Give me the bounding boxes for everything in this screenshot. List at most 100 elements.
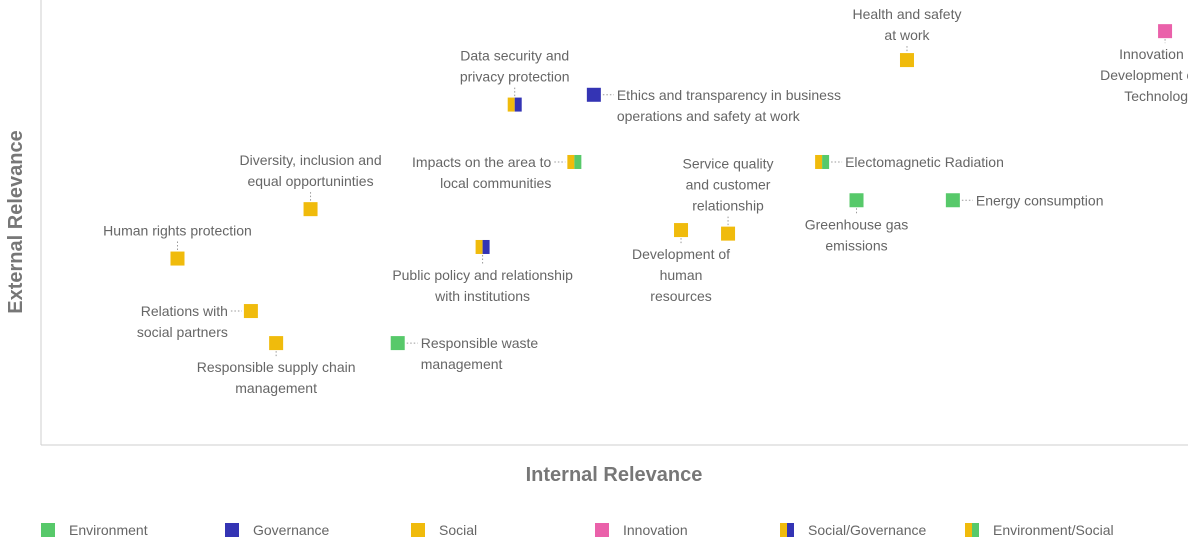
point-human-resources-fill [674, 223, 689, 238]
point-waste [390, 336, 405, 351]
legend-item-environment: Environment [41, 522, 148, 537]
label-service-quality: Service quality and customer relationship [683, 156, 774, 214]
point-electromagnetic [815, 154, 830, 169]
x-axis-title: Internal Relevance [526, 464, 703, 486]
label-service-quality-line-1: Service quality [683, 156, 774, 172]
legend-item-social_governance: Social/Governance [780, 522, 927, 537]
point-social-partners-fill [243, 304, 258, 319]
legend-label-governance: Governance [253, 522, 329, 537]
legend-item-environment_social: Environment/Social [965, 522, 1114, 537]
label-innovation-tech: Innovation andDevelopment of NewTechnolo… [1100, 46, 1188, 104]
point-electromagnetic-left-half [815, 154, 823, 169]
point-ethics [586, 87, 601, 102]
point-diversity [303, 202, 318, 217]
point-impacts-area-left-half [567, 154, 575, 169]
legend-swatch-social [411, 523, 425, 537]
label-service-quality-line-2: and customer [686, 177, 771, 193]
point-health-safety [899, 53, 914, 68]
label-supply-chain-line-2: management [235, 380, 317, 396]
point-impacts-area [567, 154, 582, 169]
label-service-quality-line-3: relationship [692, 198, 764, 214]
point-human-rights [170, 251, 185, 266]
label-innovation-tech-line-1: Innovation and [1119, 46, 1188, 62]
label-diversity-line-2: equal opportuninties [247, 173, 373, 189]
legend-swatch-innovation-fill [595, 523, 609, 537]
point-greenhouse [849, 193, 864, 208]
label-human-rights-line-1: Human rights protection [103, 223, 252, 239]
point-waste-fill [390, 336, 405, 351]
label-health-safety-line-2: at work [884, 27, 930, 43]
legend-swatch-social-fill [411, 523, 425, 537]
point-supply-chain [269, 336, 284, 351]
point-service-quality-fill [721, 226, 736, 241]
legend-swatch-environment [41, 523, 55, 537]
label-human-rights: Human rights protection [103, 223, 252, 239]
label-waste-line-1: Responsible waste [421, 335, 539, 351]
point-service-quality [721, 226, 736, 241]
label-greenhouse-line-1: Greenhouse gas [805, 216, 909, 232]
label-health-safety: Health and safety at work [853, 6, 962, 43]
legend-label-environment: Environment [69, 522, 148, 537]
point-diversity-fill [303, 202, 318, 217]
label-human-resources: Development of human resources [632, 246, 730, 304]
point-impacts-area-right-half [574, 154, 582, 169]
point-data-security-right-half [514, 97, 522, 112]
chart-axes: Internal Relevance External Relevance [5, 0, 1188, 486]
point-electromagnetic-right-half [822, 154, 830, 169]
label-public-policy-line-1: Public policy and relationship [392, 267, 573, 283]
label-human-resources-line-3: resources [650, 288, 711, 304]
label-social-partners-line-1: Relations with [141, 303, 228, 319]
point-data-security [507, 97, 522, 112]
legend-item-innovation: Innovation [595, 522, 688, 537]
legend-swatch-social_governance-left-half [780, 523, 787, 537]
label-electromagnetic: Electomagnetic Radiation [845, 154, 1004, 170]
y-axis-title: External Relevance [5, 130, 27, 313]
legend-swatch-environment-fill [41, 523, 55, 537]
legend-swatch-innovation [595, 523, 609, 537]
point-public-policy [475, 239, 490, 254]
label-data-security: Data security and privacy protection [460, 48, 570, 85]
label-impacts-area-line-2: local communities [440, 175, 551, 191]
label-data-security-line-1: Data security and [460, 48, 569, 64]
legend-swatch-environment_social-left-half [965, 523, 972, 537]
label-energy: Energy consumption [976, 192, 1104, 208]
legend-swatch-social_governance [780, 523, 794, 537]
label-health-safety-line-1: Health and safety [853, 6, 962, 22]
label-diversity: Diversity, inclusion and equal opportunin… [239, 152, 381, 189]
point-data-security-left-half [507, 97, 515, 112]
label-innovation-tech-line-2: Development of New [1100, 67, 1188, 83]
point-greenhouse-fill [849, 193, 864, 208]
point-innovation-tech-fill [1158, 24, 1173, 39]
label-energy-line-1: Energy consumption [976, 192, 1104, 208]
legend-swatch-social_governance-right-half [787, 523, 794, 537]
point-public-policy-left-half [475, 239, 483, 254]
label-waste-line-2: management [421, 356, 503, 372]
legend-label-social: Social [439, 522, 477, 537]
label-ethics-line-1: Ethics and transparency in business [617, 87, 841, 103]
label-innovation-tech-line-3: Technologies [1124, 88, 1188, 104]
legend-swatch-governance [225, 523, 239, 537]
label-waste: Responsible waste management [421, 335, 539, 372]
label-data-security-line-2: privacy protection [460, 69, 570, 85]
point-social-partners [243, 304, 258, 319]
label-greenhouse-line-2: emissions [825, 237, 887, 253]
label-human-resources-line-1: Development of [632, 246, 730, 262]
point-human-resources [674, 223, 689, 238]
label-diversity-line-1: Diversity, inclusion and [239, 152, 381, 168]
point-supply-chain-fill [269, 336, 284, 351]
legend-swatch-governance-fill [225, 523, 239, 537]
point-energy-fill [945, 193, 960, 208]
legend: Environment Governance Social Innovation Soc… [41, 522, 1114, 537]
legend-item-governance: Governance [225, 522, 329, 537]
legend-item-social: Social [411, 522, 477, 537]
point-ethics-fill [586, 87, 601, 102]
legend-label-innovation: Innovation [623, 522, 688, 537]
point-energy [945, 193, 960, 208]
point-health-safety-fill [899, 53, 914, 68]
label-human-resources-line-2: human [660, 267, 703, 283]
